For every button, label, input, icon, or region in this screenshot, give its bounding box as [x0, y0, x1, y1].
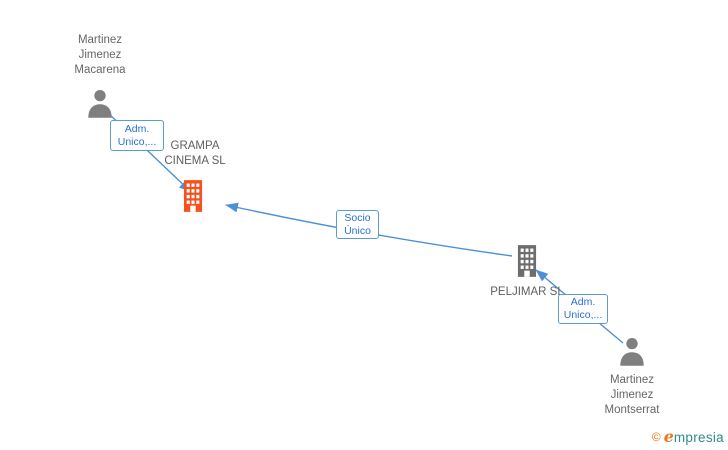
copyright-symbol: © — [651, 430, 661, 444]
company-icon-grampa-cinema[interactable] — [178, 179, 208, 213]
person-label-martinez-jimenez-macarena[interactable]: Martinez Jimenez Macarena — [40, 33, 160, 78]
empresia-logo[interactable]: ©empresia — [652, 427, 724, 447]
company-icon-peljimar[interactable] — [512, 244, 542, 278]
company-label-line: CINEMA SL — [164, 155, 226, 167]
company-label-peljimar-sl[interactable]: PELJIMAR SL — [463, 285, 591, 300]
person-icon-bottom[interactable] — [617, 335, 647, 367]
edge-label-line: Unico,... — [117, 135, 157, 148]
person-label-martinez-jimenez-montserrat[interactable]: Martinez Jimenez Montserrat — [572, 373, 692, 418]
edge-label-line: Único — [344, 224, 371, 237]
logo-initial: e — [663, 427, 674, 446]
person-label-line: Jimenez — [610, 389, 654, 401]
edge-label-line: Adm. — [570, 296, 596, 308]
edge-label-line: Adm. — [124, 122, 150, 135]
company-label-line: GRAMPA — [170, 140, 220, 152]
person-label-line: Martinez — [77, 34, 123, 46]
logo-text: mpresia — [673, 430, 724, 445]
edge-label-line: Unico,... — [563, 309, 603, 321]
person-label-line: Montserrat — [604, 404, 660, 416]
edge-label-line: Socio — [344, 211, 371, 224]
company-label-grampa-cinema-sl[interactable]: GRAMPA CINEMA SL — [135, 139, 255, 169]
person-label-line: Jimenez — [78, 49, 122, 61]
person-label-line: Martinez — [609, 374, 655, 386]
edge-label-adm-unico-top[interactable]: Adm. Unico,... — [110, 120, 164, 151]
person-label-line: Macarena — [74, 64, 126, 76]
edge-label-socio-unico[interactable]: Socio Único — [336, 210, 379, 239]
edge-label-adm-unico-bottom[interactable]: Adm. Unico,... — [558, 294, 608, 324]
person-icon-top[interactable] — [85, 87, 115, 119]
company-label-line: PELJIMAR SL — [490, 286, 564, 298]
